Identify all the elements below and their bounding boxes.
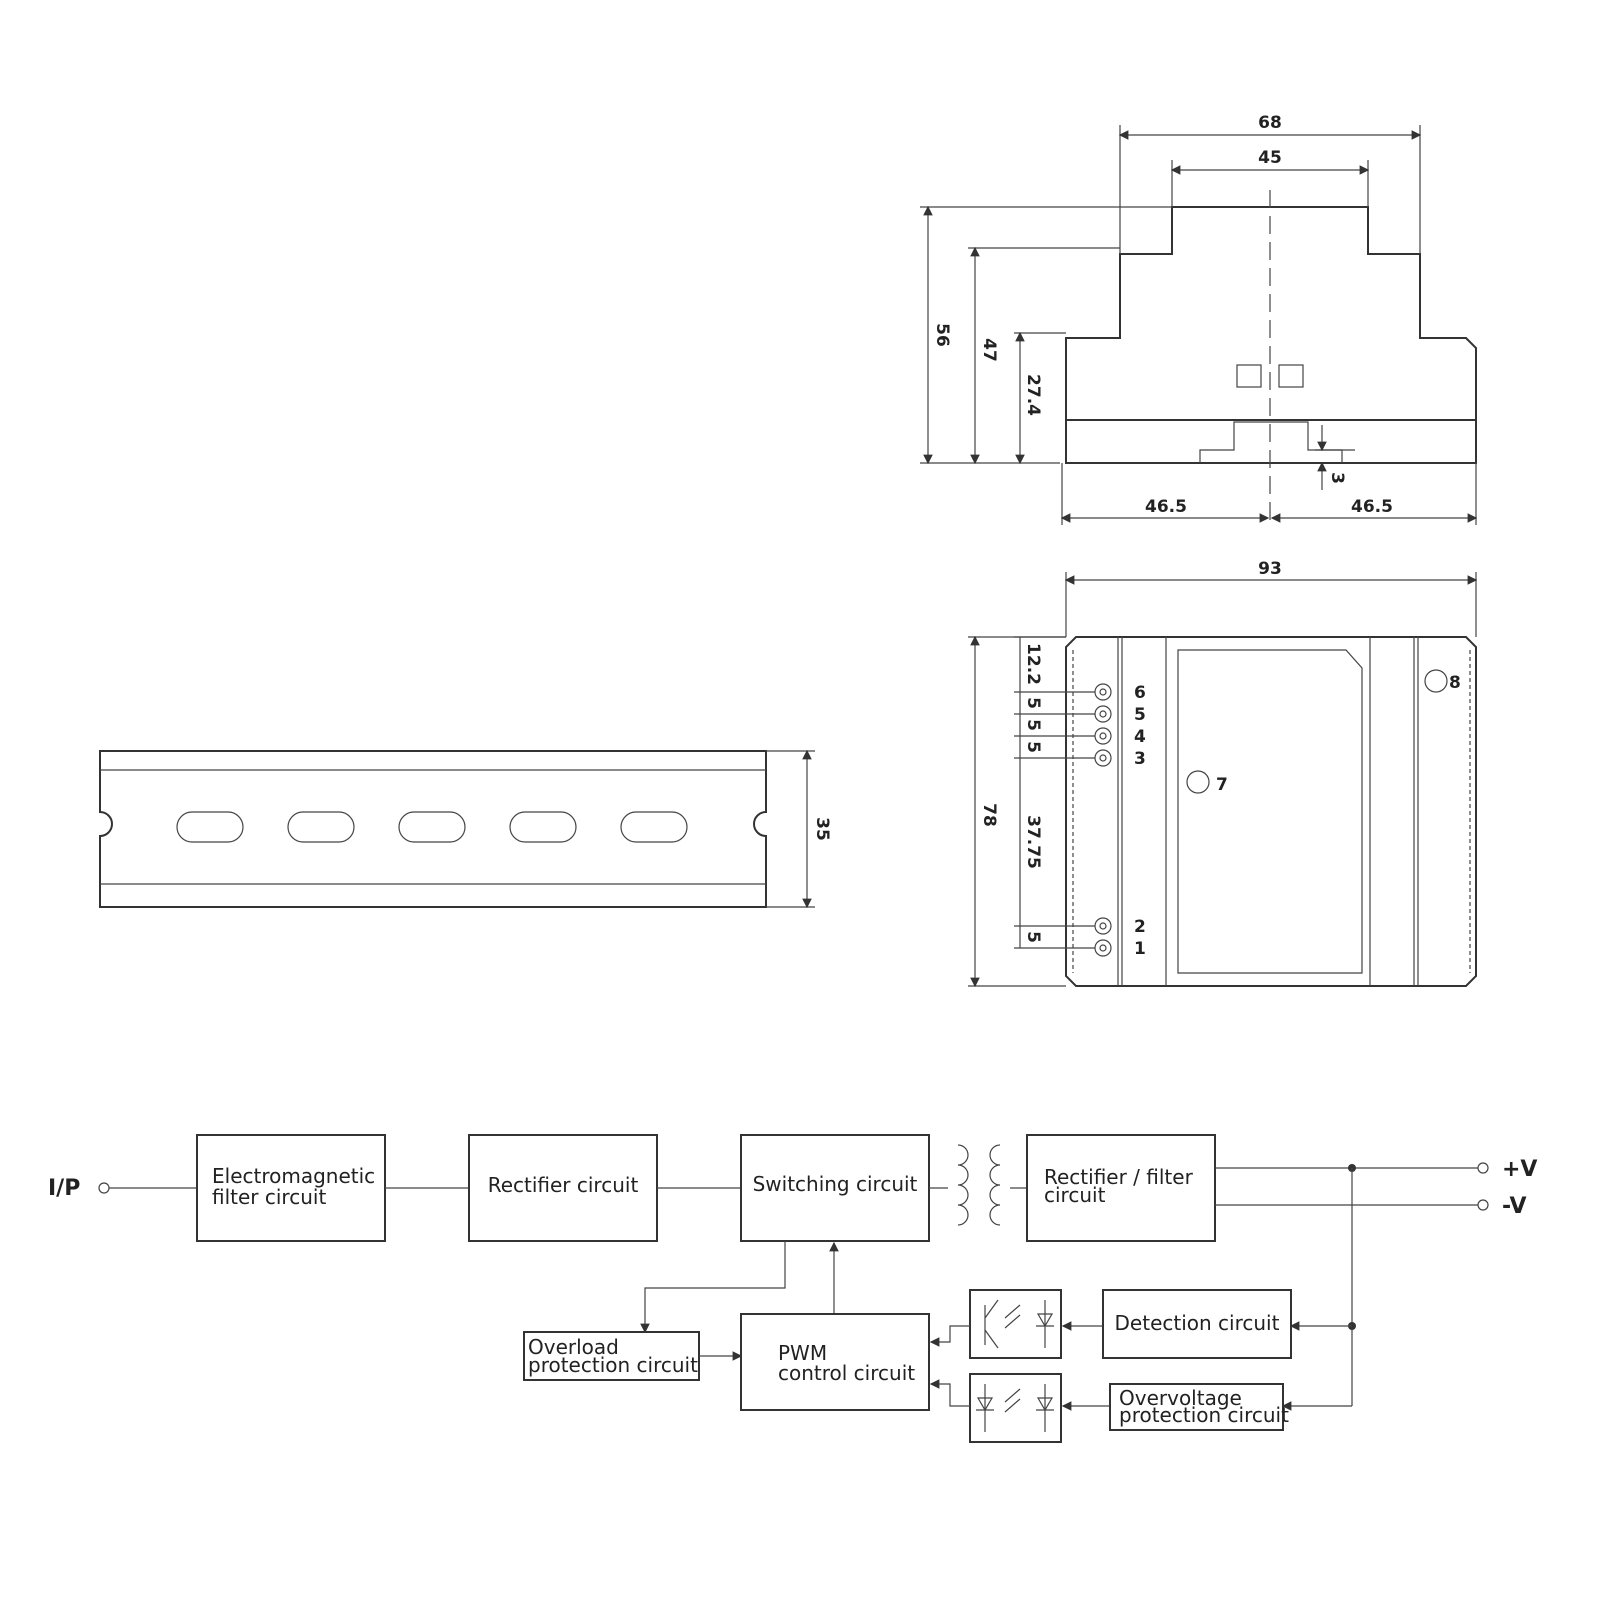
terminal-5 xyxy=(1094,705,1112,723)
emi-filter-line1: Electromagnetic xyxy=(212,1164,375,1188)
terminal-2 xyxy=(1094,917,1112,935)
overload-line2: protection circuit xyxy=(528,1353,698,1377)
dim-pin-gap: 37.75 xyxy=(1023,815,1043,869)
output-pos-label: +V xyxy=(1502,1157,1537,1182)
side-view: 68 45 56 47 27.4 3 46.5 46.5 xyxy=(920,113,1478,525)
led-indicator xyxy=(1424,669,1448,693)
pwm-line1: PWM xyxy=(778,1341,827,1365)
input-label: I/P xyxy=(48,1176,80,1201)
dim-pitch-b: 5 xyxy=(1023,719,1043,731)
dim-pitch-a: 5 xyxy=(1023,697,1043,709)
dim-top-width: 68 xyxy=(1258,113,1282,133)
detection-block xyxy=(1102,1289,1292,1359)
overload-line1: Overload xyxy=(528,1335,619,1359)
front-view-outline xyxy=(1065,636,1477,987)
pin-2: 2 xyxy=(1134,917,1146,937)
switching-label: Switching circuit xyxy=(753,1172,918,1196)
output-neg-label: -V xyxy=(1502,1194,1527,1219)
front-view: 6 5 4 3 2 1 7 8 93 78 12.2 5 5 5 37 xyxy=(968,559,1478,988)
rail-slot-5 xyxy=(620,811,688,843)
terminal-3 xyxy=(1094,749,1112,767)
block-diagram: I/P Electromagnetic filter circuit Recti… xyxy=(48,1134,1537,1443)
terminal-6 xyxy=(1094,683,1112,701)
rectifier-filter-block xyxy=(1026,1134,1216,1242)
pwm-block xyxy=(740,1313,930,1411)
optocoupler-ovp xyxy=(969,1373,1062,1443)
overload-block xyxy=(523,1331,700,1381)
latch-right xyxy=(1278,364,1304,388)
pin-1: 1 xyxy=(1134,939,1146,959)
transformer-symbol xyxy=(929,1144,1027,1226)
output-neg-terminal xyxy=(1477,1199,1489,1211)
rail-slot-1 xyxy=(176,811,244,843)
emi-filter-block xyxy=(196,1134,386,1242)
dim-pin-offset-top: 12.2 xyxy=(1023,643,1043,685)
output-pos-terminal xyxy=(1477,1162,1489,1174)
pin-5: 5 xyxy=(1134,705,1146,725)
switching-block xyxy=(740,1134,930,1242)
emi-filter-line2: filter circuit xyxy=(212,1185,326,1209)
rectifier-filter-line2: circuit xyxy=(1044,1183,1106,1207)
rail-slot-4 xyxy=(509,811,577,843)
dim-height-total: 56 xyxy=(932,323,952,347)
pin-6: 6 xyxy=(1134,683,1146,703)
pin-3: 3 xyxy=(1134,749,1146,769)
label-window xyxy=(1177,649,1363,974)
ovp-block xyxy=(1109,1383,1284,1431)
ovp-line1: Overvoltage xyxy=(1119,1386,1242,1410)
dim-half-left: 46.5 xyxy=(1145,497,1187,517)
dim-half-right: 46.5 xyxy=(1351,497,1393,517)
dim-height-low: 27.4 xyxy=(1023,374,1043,416)
pin-4: 4 xyxy=(1134,727,1146,747)
pin-7: 7 xyxy=(1216,775,1228,795)
dim-rail-height: 35 xyxy=(812,817,832,841)
dim-pitch-d: 5 xyxy=(1023,931,1043,943)
rectifier-label: Rectifier circuit xyxy=(488,1173,639,1197)
pwm-line2: control circuit xyxy=(778,1361,915,1385)
detection-label: Detection circuit xyxy=(1115,1311,1280,1335)
dim-front-width: 93 xyxy=(1258,559,1282,579)
rectifier-block xyxy=(468,1134,658,1242)
rectifier-filter-line1: Rectifier / filter xyxy=(1044,1165,1194,1189)
optocoupler-detection xyxy=(969,1289,1062,1359)
dim-pitch-c: 5 xyxy=(1023,741,1043,753)
dim-front-height: 78 xyxy=(979,803,999,827)
din-rail: 35 xyxy=(99,749,832,909)
ovp-line2: protection circuit xyxy=(1119,1403,1289,1427)
latch-left xyxy=(1236,364,1262,388)
input-terminal xyxy=(98,1182,110,1194)
side-view-outline xyxy=(1065,206,1477,464)
terminal-4 xyxy=(1094,727,1112,745)
rail-slot-3 xyxy=(398,811,466,843)
terminal-1 xyxy=(1094,939,1112,957)
dim-top-inner-width: 45 xyxy=(1258,148,1282,168)
dim-rail-gap: 3 xyxy=(1327,472,1347,484)
rail-slot-2 xyxy=(287,811,355,843)
rail-clip xyxy=(1199,421,1343,463)
pin-8: 8 xyxy=(1449,673,1461,693)
potentiometer xyxy=(1186,770,1210,794)
dim-height-mid: 47 xyxy=(979,338,999,362)
